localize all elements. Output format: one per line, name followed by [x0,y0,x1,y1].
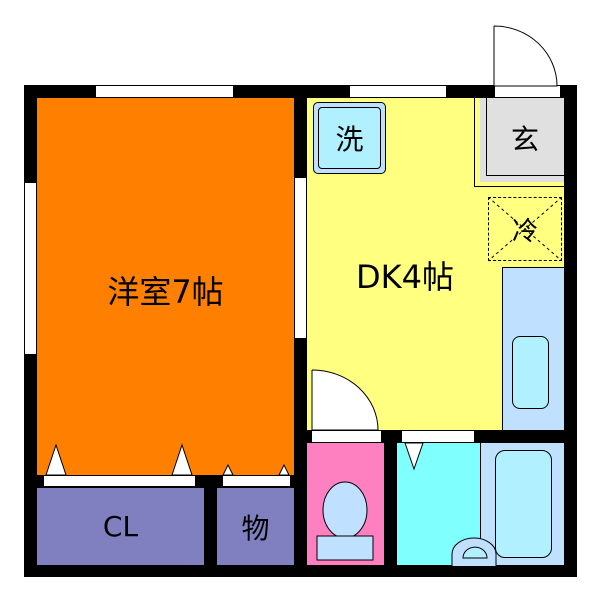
outer-wall-left-top [24,85,37,183]
washer-inner [318,107,381,169]
western-room [37,98,294,475]
genkan-label: 玄 [510,123,539,156]
genkan-step [486,98,564,176]
interior-window-west-dk [294,178,307,338]
interior-wall-west-dk-bottom [294,338,307,568]
bathtub [495,450,552,558]
window-top-western [96,85,233,98]
washroom-door-marker-icon [404,443,424,471]
toilet-fixture-icon [316,481,374,561]
fridge-label: 冷 [511,216,538,247]
fridge-cross-icon [488,197,562,261]
western-room-label: 洋室7帖 [107,273,224,311]
outer-wall-right [564,85,577,577]
closet-door-markers-icon [45,443,290,476]
genkan [480,98,564,182]
interior-wall-toilet-wash [384,443,397,565]
closet-label: CL [102,510,139,543]
window-left-western [24,183,37,354]
interior-wall-west-dk-top [294,98,307,178]
dk-door-swing-icon [311,369,379,431]
outer-wall-left-bottom [24,354,37,577]
storage [217,488,294,565]
entrance-door-swing-icon [493,25,558,87]
closet [37,488,204,565]
outer-wall-bottom [24,565,577,577]
storage-door[interactable] [222,475,291,487]
washer-label: 洗 [335,123,364,156]
fridge-space [488,197,562,261]
outer-wall-top-left [24,85,96,98]
kitchen-sink [512,336,549,409]
wash-basin-icon [451,537,497,566]
outer-wall-top-mid [233,85,350,98]
washroom-door-opening[interactable] [402,430,474,443]
closet-door[interactable] [43,475,196,487]
toilet-door-opening[interactable] [312,430,381,443]
dk-room-label: DK4帖 [356,258,454,296]
interior-wall-closet-storage [204,488,217,565]
storage-label: 物 [241,511,270,545]
outer-wall-top-right [446,85,494,98]
window-top-dk [350,85,446,98]
